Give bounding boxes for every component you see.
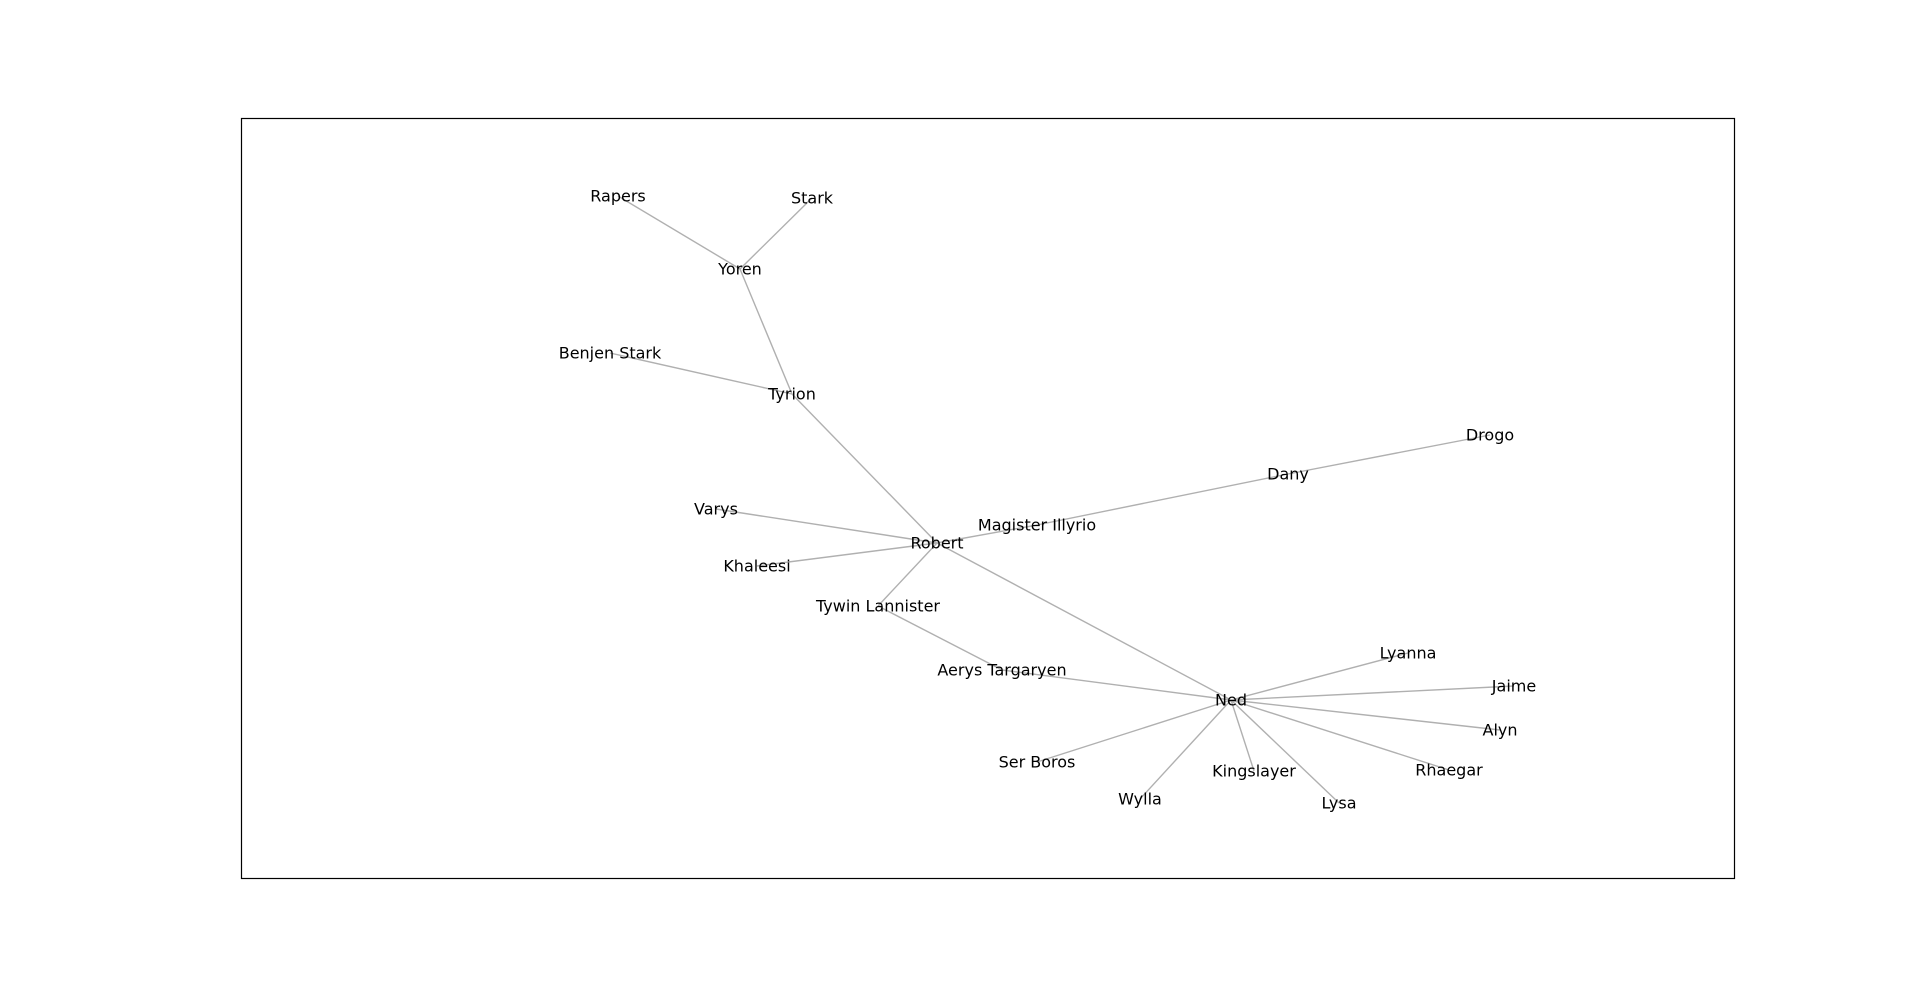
node-benjen-stark: Benjen Stark (559, 344, 662, 363)
edge-robert-ned (936, 542, 1232, 701)
edge-benjen-stark-tyrion (609, 352, 793, 395)
node-jaime: Jaime (1491, 677, 1536, 696)
plot-frame (240, 117, 1736, 880)
node-tyrion: Tyrion (767, 385, 816, 404)
edge-khaleesi-robert (756, 542, 938, 567)
edge-stark-yoren (739, 197, 813, 270)
edge-magister-illyrio-dany (1036, 473, 1289, 526)
node-varys: Varys (694, 500, 738, 519)
node-robert: Robert (910, 534, 963, 553)
edge-varys-robert (715, 508, 938, 544)
edge-rapers-yoren (617, 195, 741, 270)
edge-yoren-tyrion (739, 268, 793, 395)
node-yoren: Yoren (717, 260, 762, 279)
node-rhaegar: Rhaegar (1415, 761, 1483, 780)
node-dany: Dany (1267, 465, 1309, 484)
node-rapers: Rapers (590, 187, 645, 206)
edge-robert-tywin-lannister (877, 542, 938, 607)
node-kingslayer: Kingslayer (1212, 762, 1296, 781)
node-khaleesi: Khaleesi (723, 557, 790, 576)
node-wylla: Wylla (1118, 790, 1162, 809)
edge-dany-drogo (1287, 434, 1491, 475)
node-ser-boros: Ser Boros (999, 753, 1076, 772)
edge-ned-alyn (1230, 699, 1501, 731)
edge-tywin-lannister-aerys-targaryen (877, 605, 1003, 671)
node-magister-illyrio: Magister Illyrio (978, 516, 1096, 535)
node-lyanna: Lyanna (1380, 644, 1437, 663)
node-ned: Ned (1215, 691, 1247, 710)
node-stark: Stark (791, 189, 834, 208)
edge-ned-ser-boros (1036, 699, 1232, 763)
edge-robert-magister-illyrio (936, 524, 1038, 544)
edges-layer (609, 195, 1515, 804)
node-drogo: Drogo (1466, 426, 1514, 445)
node-tywin-lannister: Tywin Lannister (815, 597, 940, 616)
edge-tyrion-robert (791, 393, 938, 544)
edge-ned-wylla (1139, 699, 1232, 800)
edge-ned-rhaegar (1230, 699, 1450, 771)
edge-ned-jaime (1230, 685, 1515, 701)
edge-ned-lysa (1230, 699, 1340, 804)
node-alyn: Alyn (1483, 721, 1518, 740)
node-lysa: Lysa (1321, 794, 1356, 813)
edge-ned-lyanna (1230, 652, 1409, 701)
edge-ned-kingslayer (1230, 699, 1255, 772)
edge-aerys-targaryen-ned (1001, 669, 1232, 701)
node-aerys-targaryen: Aerys Targaryen (937, 661, 1066, 680)
